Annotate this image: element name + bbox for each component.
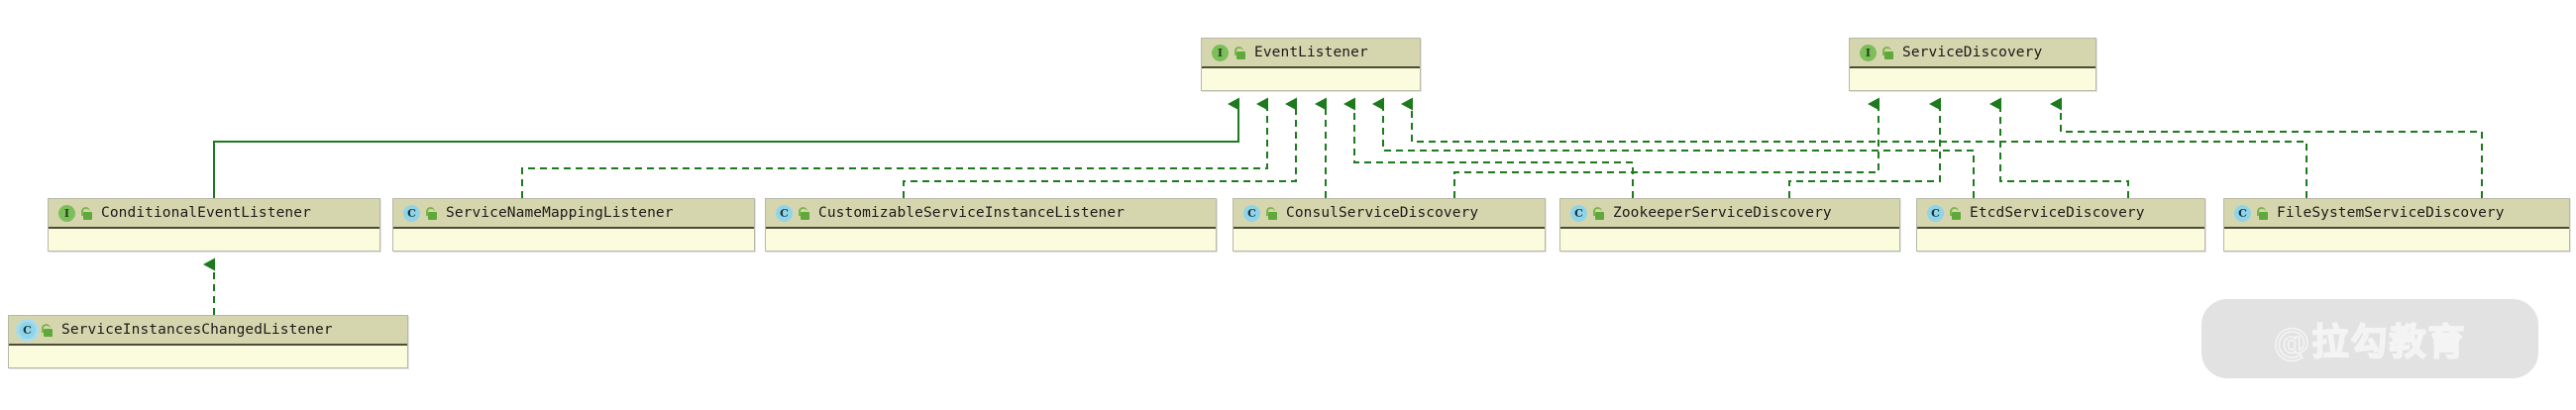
edge-zookeeper-service-discovery-to-service-discovery — [1788, 97, 1941, 198]
public-visibility-lock-icon — [798, 206, 809, 220]
node-header: C CustomizableServiceInstanceListener — [766, 199, 1216, 229]
edge-etcd-service-discovery-to-service-discovery — [1989, 97, 2129, 198]
node-title: FileSystemServiceDiscovery — [2277, 204, 2505, 221]
class-node-etcd-service-discovery[interactable]: C EtcdServiceDiscovery — [1916, 198, 2205, 252]
public-visibility-lock-icon — [425, 206, 437, 220]
edge-zookeeper-service-discovery-to-event-listener — [1343, 97, 1634, 198]
watermark-text: @拉勾教育 — [2273, 320, 2467, 364]
node-title: ServiceNameMappingListener — [446, 204, 674, 221]
interface-badge-icon: I — [58, 204, 75, 222]
node-header: C ZookeeperServiceDiscovery — [1560, 199, 1899, 229]
class-node-conditional-event-listener[interactable]: I ConditionalEventListener — [48, 198, 380, 252]
public-visibility-lock-icon — [1592, 206, 1604, 220]
class-badge-icon: C — [1570, 204, 1587, 222]
edge-etcd-service-discovery-to-event-listener — [1372, 97, 1975, 198]
public-visibility-lock-icon — [2256, 206, 2268, 220]
node-header: C ConsulServiceDiscovery — [1234, 199, 1545, 229]
public-visibility-lock-icon — [1265, 206, 1277, 220]
class-node-consul-service-discovery[interactable]: C ConsulServiceDiscovery — [1233, 198, 1546, 252]
node-header: C ServiceInstancesChangedListener — [9, 316, 407, 346]
class-badge-icon: C — [2234, 204, 2251, 222]
node-header: C ServiceNameMappingListener — [393, 199, 754, 229]
node-title: ServiceInstancesChangedListener — [61, 321, 333, 338]
class-node-service-discovery[interactable]: I ServiceDiscovery — [1849, 38, 2096, 91]
node-members-compartment — [766, 229, 1216, 251]
node-members-compartment — [1917, 229, 2204, 251]
class-node-zookeeper-service-discovery[interactable]: C ZookeeperServiceDiscovery — [1559, 198, 1900, 252]
node-header: I ConditionalEventListener — [49, 199, 379, 229]
node-title: ServiceDiscovery — [1902, 44, 2043, 60]
node-members-compartment — [1850, 68, 2095, 90]
node-members-compartment — [1202, 68, 1420, 90]
public-visibility-lock-icon — [80, 206, 92, 220]
interface-badge-icon: I — [1212, 44, 1229, 61]
node-header: I EventListener — [1202, 39, 1420, 68]
node-header: C EtcdServiceDiscovery — [1917, 199, 2204, 229]
edge-consul-service-discovery-to-service-discovery — [1453, 97, 1879, 198]
node-title: ConsulServiceDiscovery — [1286, 204, 1479, 221]
public-visibility-lock-icon — [1881, 46, 1893, 59]
node-members-compartment — [393, 229, 754, 251]
class-node-filesystem-service-discovery[interactable]: C FileSystemServiceDiscovery — [2223, 198, 2570, 252]
edge-customizable-service-instance-listener-to-event-listener — [903, 97, 1297, 198]
edge-filesystem-service-discovery-to-event-listener — [1401, 97, 2308, 198]
public-visibility-lock-icon — [1234, 46, 1245, 59]
node-title: EtcdServiceDiscovery — [1970, 204, 2145, 221]
class-node-service-name-mapping-listener[interactable]: C ServiceNameMappingListener — [392, 198, 755, 252]
node-members-compartment — [9, 346, 407, 367]
edge-service-name-mapping-listener-to-event-listener — [521, 97, 1268, 198]
class-badge-icon: C — [403, 204, 420, 222]
node-title: CustomizableServiceInstanceListener — [818, 204, 1126, 221]
class-node-customizable-service-instance-listener[interactable]: C CustomizableServiceInstanceListener — [765, 198, 1217, 252]
node-title: EventListener — [1254, 44, 1368, 60]
watermark-badge: @拉勾教育 — [2201, 299, 2538, 378]
class-badge-icon: C — [776, 204, 793, 222]
node-members-compartment — [2224, 229, 2569, 251]
class-node-event-listener[interactable]: I EventListener — [1201, 38, 1421, 91]
node-header: I ServiceDiscovery — [1850, 39, 2095, 68]
public-visibility-lock-icon — [1949, 206, 1961, 220]
class-badge-icon: C — [1927, 204, 1944, 222]
class-node-service-instances-changed-listener[interactable]: C ServiceInstancesChangedListener — [8, 315, 408, 368]
interface-badge-icon: I — [1860, 44, 1877, 61]
edge-filesystem-service-discovery-to-service-discovery — [2050, 97, 2483, 198]
node-header: C FileSystemServiceDiscovery — [2224, 199, 2569, 229]
class-badge-icon: C — [19, 321, 36, 339]
node-members-compartment — [1560, 229, 1899, 251]
node-members-compartment — [1234, 229, 1545, 251]
edge-conditional-event-listener-to-event-listener — [213, 97, 1239, 198]
class-badge-icon: C — [1243, 204, 1260, 222]
node-members-compartment — [49, 229, 379, 251]
public-visibility-lock-icon — [41, 323, 53, 337]
node-title: ZookeeperServiceDiscovery — [1613, 204, 1832, 221]
node-title: ConditionalEventListener — [101, 204, 311, 221]
